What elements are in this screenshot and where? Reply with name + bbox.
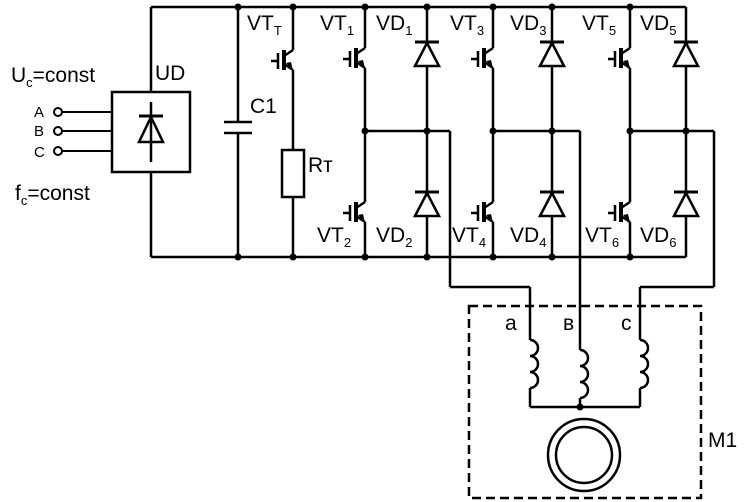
brake-transistor [269,7,306,257]
diode-vd3 [538,36,566,76]
diode-vd6 [672,186,700,226]
brake-resistor [280,148,306,199]
label-vd4: VD4 [510,224,546,250]
motor-phase-c-label: c [621,312,632,335]
junction-dots [234,3,690,411]
rectifier-ud: UD [110,62,192,174]
label-vd3: VD3 [510,12,546,38]
transistor-vt3 [469,36,495,82]
inverter-bridge [363,7,716,350]
transistor-vt2 [341,190,367,236]
label-vt2: VT2 [317,224,351,250]
diode-vd5 [672,36,700,76]
phase-c-label: C [34,144,45,161]
brake-transistor-label: VTT [247,12,282,38]
phase-b-label: B [34,123,44,140]
diode-vd2 [413,186,441,226]
motor-phase-a-label: a [505,312,517,335]
transistor-vt5 [606,36,632,82]
diode-vd4 [538,186,566,226]
motor-rotor-inner [554,425,614,485]
supply-voltage-label: Uc=const [11,64,95,90]
label-vd6: VD6 [640,224,676,250]
motor-rotor-outer [546,417,622,493]
diode-vd1 [413,36,441,76]
label-vd2: VD2 [376,224,412,250]
resistor-label: Rт [308,154,333,177]
motor-phase-b-label: в [563,312,574,335]
transistor-vt1 [341,36,367,82]
supply-inputs [53,107,112,156]
supply-frequency-label: fc=const [15,182,90,208]
phase-a-label: A [34,104,44,121]
capacitor-label: C1 [250,95,277,118]
label-vd5: VD5 [640,12,676,38]
label-vt6: VT6 [585,224,619,250]
label-vd1: VD1 [376,12,412,38]
label-vt1: VT1 [320,12,354,38]
label-vt5: VT5 [582,12,616,38]
label-vt4: VT4 [452,224,486,250]
label-vt3: VT3 [450,12,484,38]
motor-label: M1 [708,429,737,452]
rectifier-label: UD [155,62,185,85]
capacitor-c1 [224,7,252,257]
motor-m1: a в c M1 [467,304,737,500]
